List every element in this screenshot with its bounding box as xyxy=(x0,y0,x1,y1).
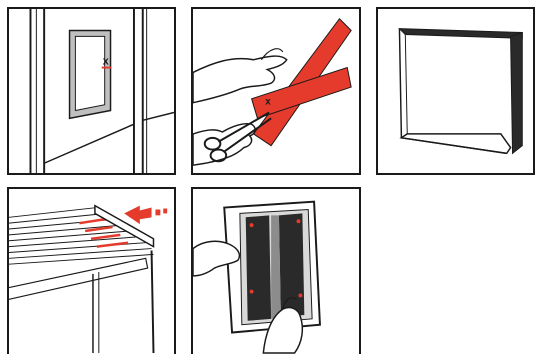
red-arrow-icon xyxy=(124,206,167,225)
mounting-unit-illustration xyxy=(193,189,359,354)
x-mark-strip: x xyxy=(265,97,271,108)
panel-step-5 xyxy=(191,187,361,354)
wall-opening-illustration: x xyxy=(9,9,174,173)
panel-step-2: x xyxy=(191,7,361,175)
panel-step-3 xyxy=(376,7,535,175)
panel-step-1: x xyxy=(7,7,176,175)
slats-insertion-illustration xyxy=(9,189,174,354)
x-mark: x xyxy=(103,56,109,68)
box-frame-illustration xyxy=(378,9,533,173)
cutting-template-illustration: x xyxy=(193,9,359,173)
panel-step-4 xyxy=(7,187,176,354)
